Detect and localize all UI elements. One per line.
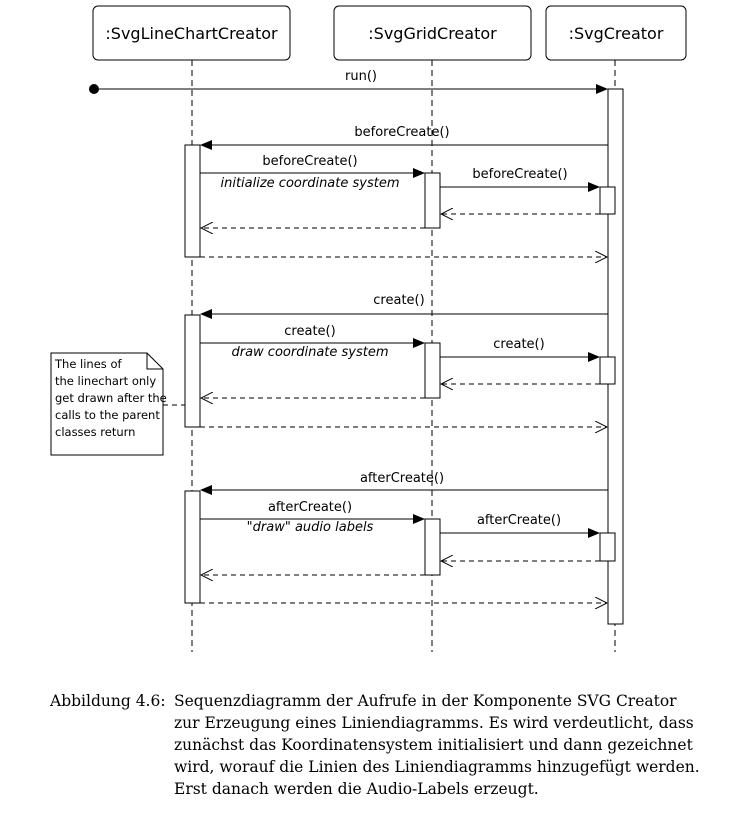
label-create-grid-to-svg: create() [493, 337, 544, 352]
caption-line-5: Erst danach werden die Audio-Labels erze… [174, 780, 539, 798]
participant-linechart: :SvgLineChartCreator [92, 5, 291, 61]
label-after-grid-to-svg: afterCreate() [477, 513, 561, 528]
label-after-line-to-grid: afterCreate() [268, 500, 352, 515]
caption-line-3: zunächst das Koordinatensystem initialis… [174, 736, 693, 754]
activation-svg-after [599, 532, 616, 562]
participant-label-grid: :SvgGridCreator [368, 24, 497, 43]
comment-line-2: the linechart only [55, 374, 156, 388]
comment-note: The lines of the linechart only get draw… [50, 352, 185, 456]
activation-svg-before [599, 186, 616, 215]
note-before-line: initialize coordinate system [220, 176, 399, 191]
activation-linechart-before [184, 144, 201, 258]
label-before-line-to-grid: beforeCreate() [262, 154, 357, 169]
caption-line-2: zur Erzeugung eines Liniendiagramms. Es … [174, 714, 694, 732]
activation-grid-create [424, 342, 441, 399]
label-run: run() [345, 69, 377, 84]
participant-label-linechart: :SvgLineChartCreator [105, 24, 278, 43]
comment-line-4: calls to the parent [55, 408, 160, 422]
participant-label-svg: :SvgCreator [569, 24, 664, 43]
label-before-grid-to-svg: beforeCreate() [472, 167, 567, 182]
activation-linechart-create [184, 314, 201, 428]
comment-line-1: The lines of [54, 357, 122, 371]
caption-text: Sequenzdiagramm der Aufrufe in der Kompo… [174, 690, 704, 800]
sequence-diagram: :SvgLineChartCreator :SvgGridCreator :Sv… [50, 5, 687, 652]
label-after-svg-to-line: afterCreate() [360, 471, 444, 486]
caption-line-1: Sequenzdiagramm der Aufrufe in der Kompo… [174, 692, 677, 710]
activation-svg-create [599, 356, 616, 385]
caption-label: Abbildung 4.6: [50, 692, 166, 710]
label-before-svg-to-line: beforeCreate() [354, 125, 449, 140]
activation-grid-before [424, 172, 441, 229]
label-create-line-to-grid: create() [284, 324, 335, 339]
activation-linechart-after [184, 490, 201, 604]
comment-line-3: get drawn after the [55, 391, 167, 405]
comment-line-5: classes return [55, 425, 135, 439]
activation-grid-after [424, 518, 441, 576]
participant-svg: :SvgCreator [545, 5, 687, 61]
label-create-svg-to-line: create() [373, 293, 424, 308]
note-after-line: "draw" audio labels [247, 520, 374, 535]
participant-grid: :SvgGridCreator [333, 5, 532, 61]
note-create-line: draw coordinate system [231, 345, 388, 360]
caption-line-4: wird, worauf die Linien des Liniendiagra… [174, 758, 700, 776]
